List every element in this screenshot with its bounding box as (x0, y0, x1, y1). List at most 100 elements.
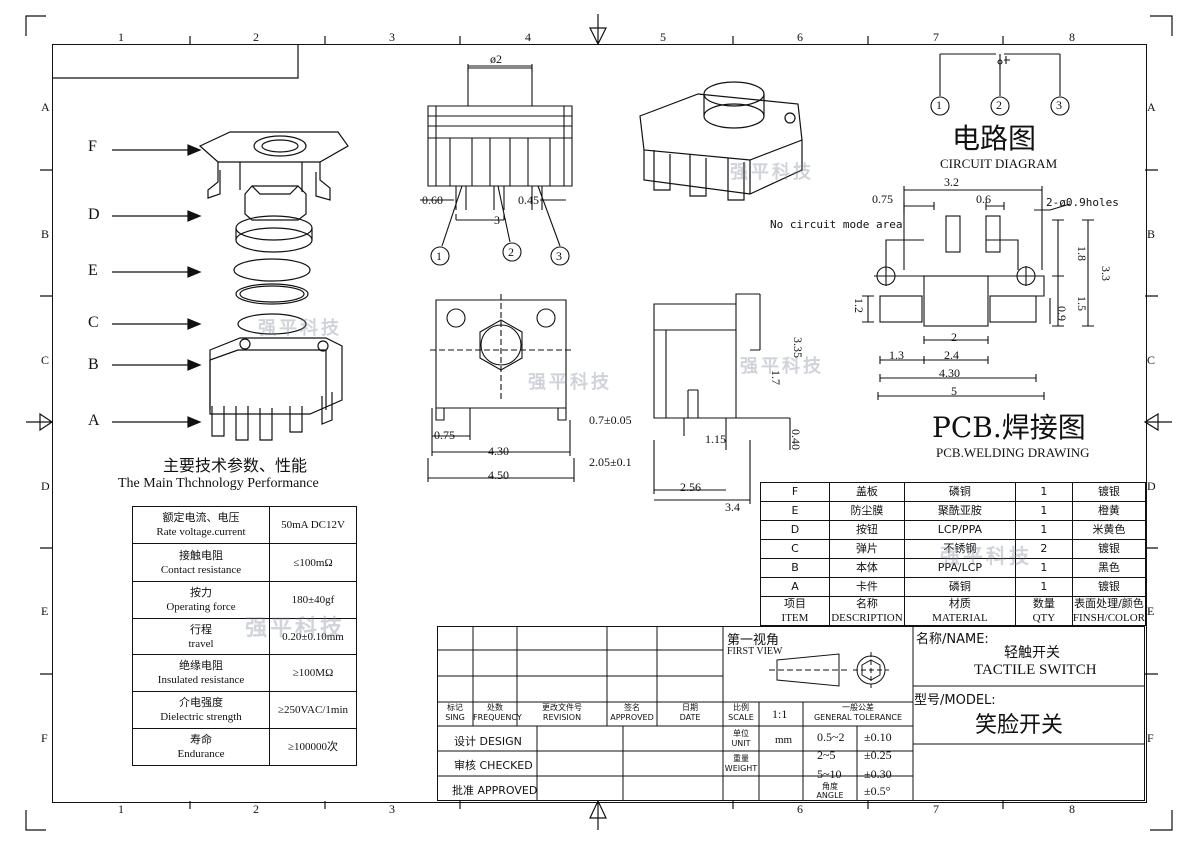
spec-name-cn: 寿命 (190, 733, 212, 746)
bom-finish: 镀银 (1071, 577, 1147, 597)
bom-finish: 米黄色 (1071, 520, 1147, 540)
tb-col-cn: 标记 (447, 703, 463, 712)
bom-material: PPA/LCP (903, 558, 1016, 578)
tb-col-cn: 处数 (487, 703, 503, 712)
spec-value: 0.20±0.10mm (269, 618, 357, 655)
isometric-view (639, 81, 803, 201)
spec-name-en: Endurance (177, 748, 225, 760)
bom-finish: 黑色 (1071, 558, 1147, 578)
bom-material: LCP/PPA (903, 520, 1016, 540)
circuit-symbol (930, 53, 1070, 116)
tb-col-cn: 比例 (733, 703, 749, 712)
spec-value: 50mA DC12V (269, 506, 357, 544)
zone-number: 6 (797, 802, 803, 816)
spec-value: ≥100MΩ (269, 654, 357, 692)
tol-range: 5~10 (817, 767, 842, 781)
dim-label: 2.05±0.1 (589, 455, 632, 469)
bom-header-en: DESCRIPTION (831, 612, 903, 624)
zone-number: 3 (389, 30, 395, 44)
zone-letter: F (41, 731, 48, 745)
tb-col-en: DATE (679, 713, 701, 722)
dim-label: 0.6 (976, 192, 991, 206)
pcb-title-cn: PCB.焊接图 (932, 411, 1086, 444)
callout-number: 2 (508, 245, 514, 259)
zone-number: 4 (525, 30, 531, 44)
bom-header-en: QTY (1032, 612, 1056, 624)
first-view-cn: 第一视角 (727, 633, 780, 648)
tb-col-en: REVISION (542, 713, 582, 722)
bom-item: F (760, 482, 830, 502)
dim-label: 1.15 (705, 432, 726, 446)
dim-label: 4.30 (488, 444, 509, 458)
dim-label: 0.75 (872, 192, 893, 206)
zone-number: 5 (660, 30, 666, 44)
bom-finish: 镀银 (1071, 539, 1147, 559)
spec-title-cn: 主要技术参数、性能 (163, 456, 308, 475)
spec-name-cn: 介电强度 (179, 696, 223, 709)
tb-col-en: FREQUENCY (473, 713, 522, 722)
zone-letter: C (1147, 353, 1156, 367)
pcb-title-en: PCB.WELDING DRAWING (936, 445, 1090, 460)
part-label: C (88, 314, 99, 331)
weight-cn: 重量 (733, 754, 749, 763)
tol-range: 0.5~2 (817, 730, 845, 744)
watermark-text: 强平科技 (730, 162, 814, 183)
bom-qty: 1 (1014, 482, 1073, 502)
bom-desc: 按钮 (828, 520, 905, 540)
zone-number: 3 (389, 802, 395, 816)
spec-value: ≥100000次 (269, 728, 357, 766)
design-label: 设计 DESIGN (454, 735, 522, 748)
bom-item: C (760, 539, 830, 559)
tol-value: ±0.10 (864, 730, 892, 744)
zone-number: 2 (253, 30, 259, 44)
watermark-text: 强平科技 (740, 356, 824, 377)
dim-label: 2 (951, 330, 957, 344)
zone-letter: D (1147, 479, 1156, 493)
callout-number: 3 (556, 249, 562, 263)
bom-qty: 1 (1014, 501, 1073, 521)
spec-name-cn: 绝缘电阻 (179, 659, 223, 672)
bom-header-en: MATERIAL (932, 612, 988, 624)
dim-label: 2.56 (680, 480, 701, 494)
tb-col-cn: 更改文件号 (542, 703, 582, 712)
name-en: TACTILE SWITCH (974, 662, 1097, 678)
checked-label: 审核 CHECKED (454, 759, 533, 772)
dim-label: 0.7±0.05 (589, 413, 632, 427)
zone-number: 8 (1069, 802, 1075, 816)
bom-material: 磷铜 (903, 577, 1016, 597)
circuit-title-cn: 电路图 (952, 122, 1037, 155)
bom-finish: 橙黄 (1071, 501, 1147, 521)
part-label: D (88, 206, 100, 223)
dim-label: 2.4 (944, 348, 959, 362)
spec-name-en: Dielectric strength (160, 711, 242, 723)
dim-label: 3.2 (944, 175, 959, 189)
dim-label: 3 (494, 213, 500, 227)
approved-label: 批准 APPROVED (452, 784, 538, 797)
dim-label: 1.3 (889, 348, 904, 362)
dim-label: 5 (951, 384, 957, 398)
spec-name-en: Operating force (166, 601, 236, 613)
spec-name-cn: 按力 (190, 586, 212, 599)
part-label: E (88, 262, 98, 279)
weight-en: WEIGHT (724, 764, 758, 773)
circuit-node: 3 (1056, 98, 1062, 112)
angle-en: ANGLE (816, 791, 844, 800)
zone-letter: B (1147, 227, 1156, 241)
zone-letter: A (1147, 100, 1156, 114)
unit-cn: 单位 (733, 729, 749, 738)
zone-number: 7 (933, 802, 939, 816)
callout-arrow (112, 144, 202, 428)
tol-range: 2~5 (817, 748, 836, 762)
zone-letter: A (41, 100, 50, 114)
circuit-node: 1 (936, 98, 942, 112)
